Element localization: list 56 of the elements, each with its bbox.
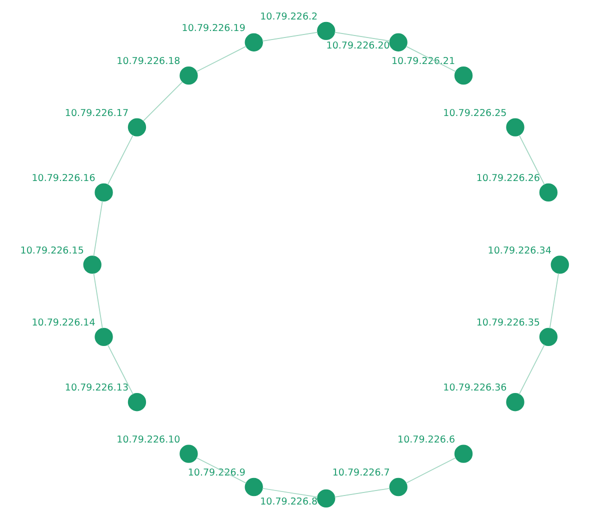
connector	[518, 344, 545, 395]
node-label: 10.79.226.13	[64, 382, 128, 394]
node-circle	[180, 444, 198, 463]
node-label: 10.79.226.26	[476, 173, 540, 184]
node-circle	[506, 118, 524, 136]
node-circle	[83, 256, 102, 274]
node-circle	[94, 328, 113, 346]
node-label: 10.79.226.16	[32, 173, 96, 184]
connector	[196, 457, 247, 484]
node-circle	[317, 489, 336, 508]
node-label: 10.79.226.19	[182, 22, 246, 34]
node-label: 10.79.226.17	[64, 108, 128, 119]
node-circle	[128, 118, 146, 136]
node-label: 10.79.226.7	[332, 468, 390, 479]
node-circle	[317, 22, 336, 40]
connector	[406, 46, 456, 72]
node-label: 10.79.226.15	[20, 245, 84, 256]
connector	[262, 488, 318, 498]
node-circle	[389, 478, 408, 496]
node-circle	[506, 393, 524, 412]
node-circle	[539, 328, 558, 346]
node-label: 10.79.226.14	[32, 318, 96, 329]
connector	[142, 82, 183, 122]
node-label: 10.79.226.36	[443, 382, 507, 394]
node-label: 10.79.226.6	[398, 434, 456, 446]
node-label: 10.79.226.35	[476, 318, 540, 329]
connector	[334, 32, 390, 42]
node-circle	[454, 66, 473, 85]
connector	[334, 488, 390, 498]
node-circle	[128, 393, 146, 412]
connector	[549, 272, 559, 329]
node-circle	[550, 256, 569, 274]
node-label: 10.79.226.2	[260, 12, 318, 22]
node-label: 10.79.226.10	[116, 434, 180, 446]
node-circle	[180, 66, 198, 85]
node-label: 10.79.226.8	[260, 496, 318, 508]
connector	[518, 134, 545, 186]
node-label: 10.79.226.34	[488, 245, 552, 256]
connector	[93, 200, 103, 257]
node-circle	[244, 478, 263, 496]
node-label: 10.79.226.25	[443, 108, 507, 119]
node-label: 10.79.226.21	[391, 56, 456, 68]
node-circle	[454, 444, 473, 463]
connector	[107, 134, 134, 186]
connector	[93, 272, 103, 329]
node-circle	[539, 183, 558, 202]
connector	[196, 46, 247, 72]
connector	[107, 344, 134, 395]
node-circle	[244, 33, 263, 52]
node-circle	[389, 33, 408, 52]
connector	[262, 32, 318, 42]
connector	[406, 457, 456, 484]
node-label: 10.79.226.9	[188, 468, 246, 479]
node-circle	[94, 183, 113, 202]
node-label: 10.79.226.20	[326, 40, 390, 52]
node-label: 10.79.226.18	[116, 56, 180, 68]
